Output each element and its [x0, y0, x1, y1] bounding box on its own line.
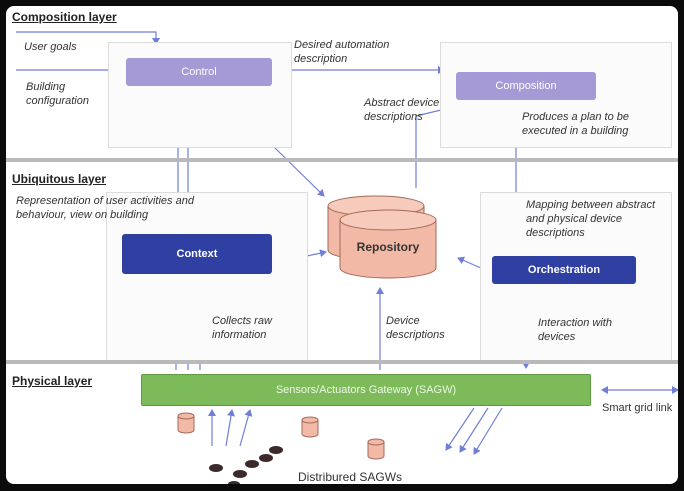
annotation-representation: Representation of user activities and be…: [16, 195, 194, 221]
composition-node: Composition: [456, 72, 596, 100]
physical-layer-title: Physical layer: [12, 374, 93, 388]
annotation-smart-grid: Smart grid link: [602, 402, 673, 414]
annotation-collects-raw: Collects raw information: [212, 315, 272, 341]
annotation-produces-plan: Produces a plan to be executed in a buil…: [522, 111, 630, 137]
repository-cylinders: [327, 195, 437, 279]
sagw-gateway: Sensors/Actuators Gateway (SAGW): [141, 374, 591, 406]
repository-label: Repository: [356, 240, 420, 254]
annotation-distributed: Distribured SAGWs: [298, 470, 403, 484]
distributed-sagw-icons: [177, 412, 385, 460]
annotation-building-configuration: Building configuration: [26, 81, 89, 107]
architecture-diagram: Composition layer Ubiquitous layer Physi…: [6, 6, 678, 484]
annotation-device-descriptions: Device descriptions: [386, 315, 445, 341]
annotation-desired-automation: Desired automation description: [294, 39, 390, 65]
annotation-interaction: Interaction with devices: [538, 317, 612, 343]
annotation-user-goals: User goals: [24, 41, 77, 53]
annotation-mapping: Mapping between abstract and physical de…: [526, 199, 656, 239]
control-node: Control: [126, 58, 272, 86]
layer-separator: [6, 158, 678, 162]
ubiquitous-layer-title: Ubiquitous layer: [12, 172, 107, 186]
context-panel: [106, 192, 308, 362]
orchestration-node: Orchestration: [492, 256, 636, 284]
layer-separator: [6, 360, 678, 364]
composition-layer-title: Composition layer: [12, 10, 117, 24]
device-cluster-icons: [209, 446, 283, 484]
context-node: Context: [122, 234, 272, 274]
annotation-abstract-device: Abstract device descriptions: [364, 97, 440, 123]
